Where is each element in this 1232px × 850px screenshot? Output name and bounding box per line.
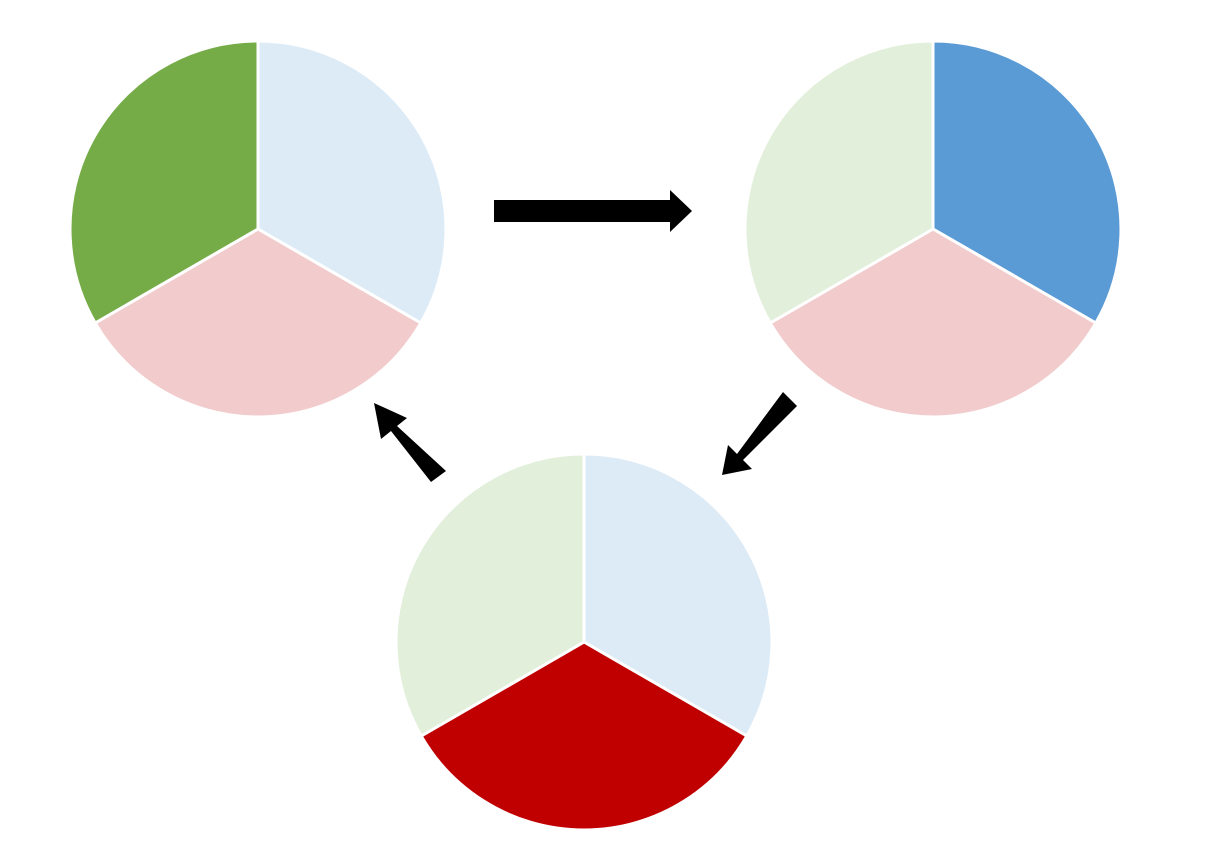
pie-top-left <box>68 39 448 419</box>
arrow-down-left-icon <box>722 392 797 475</box>
pie-top-right-bottom-sector <box>768 227 1098 419</box>
pie-top-left-top-left-sector <box>68 39 260 325</box>
pie-bottom <box>394 452 774 832</box>
arrow-right-icon <box>494 190 692 232</box>
pie-top-right <box>743 39 1123 419</box>
pie-bottom-bottom-sector <box>419 640 749 832</box>
pie-bottom-top-left-sector <box>394 452 586 738</box>
pie-top-left-bottom-sector <box>93 227 423 419</box>
pie-top-left-top-right-sector <box>256 39 448 325</box>
arrow-up-left-icon <box>374 403 446 482</box>
pie-top-right-top-left-sector <box>743 39 935 325</box>
pie-bottom-top-right-sector <box>582 452 774 738</box>
pie-top-right-top-right-sector <box>931 39 1123 325</box>
